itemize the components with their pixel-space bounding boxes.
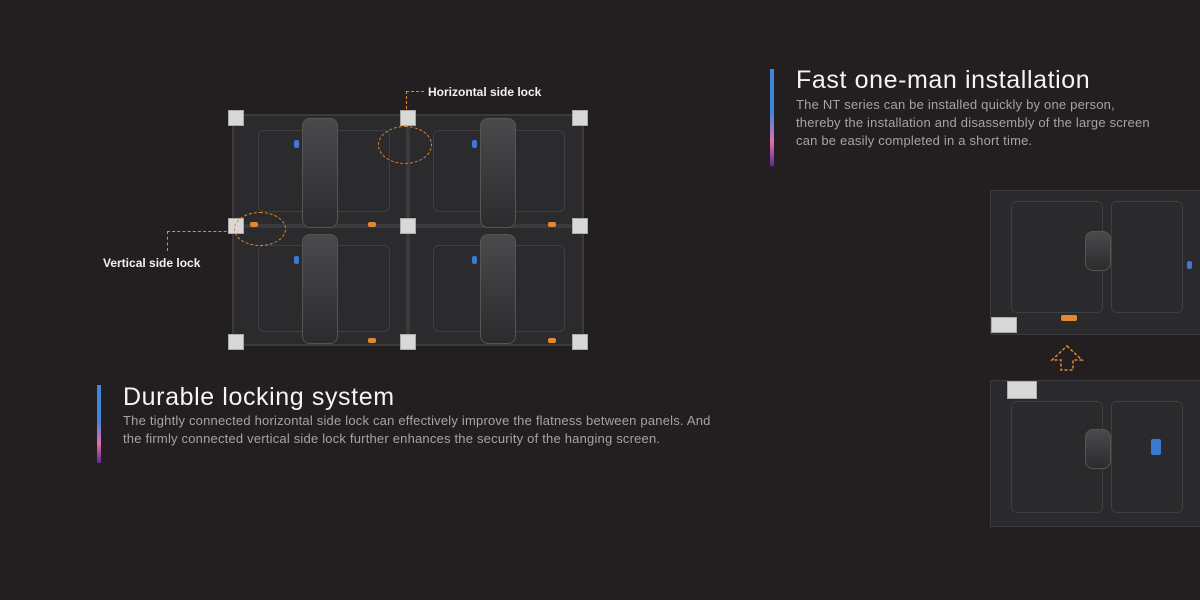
cabinet-corner bbox=[400, 218, 416, 234]
status-led bbox=[1187, 261, 1192, 269]
install-body: The NT series can be installed quickly b… bbox=[796, 97, 1150, 148]
status-led bbox=[1151, 439, 1161, 455]
cabinet-rib bbox=[1111, 201, 1183, 313]
cabinet-corner bbox=[572, 110, 588, 126]
cabinet-corner bbox=[1007, 381, 1037, 399]
install-detail-bottom bbox=[990, 380, 1200, 527]
vertical-lock-leader-h bbox=[167, 231, 237, 232]
up-arrow-icon bbox=[1050, 344, 1084, 371]
cabinet-corner bbox=[228, 334, 244, 350]
cabinet-handle bbox=[1085, 429, 1111, 469]
locking-body: The tightly connected horizontal side lo… bbox=[123, 413, 711, 446]
install-accent-bar bbox=[770, 69, 774, 166]
status-led bbox=[294, 256, 299, 264]
horizontal-lock-label: Horizontal side lock bbox=[428, 85, 542, 99]
cabinet-corner bbox=[228, 110, 244, 126]
cabinet-corner bbox=[400, 110, 416, 126]
horizontal-lock-leader-h bbox=[406, 91, 424, 92]
cabinet-handle bbox=[480, 118, 516, 228]
status-led bbox=[472, 256, 477, 264]
status-led bbox=[472, 140, 477, 148]
cabinet-corner bbox=[572, 334, 588, 350]
vertical-lock-leader-v bbox=[167, 231, 168, 251]
lock-indicator bbox=[548, 222, 556, 227]
status-led bbox=[294, 140, 299, 148]
lock-indicator bbox=[368, 338, 376, 343]
lock-indicator bbox=[1061, 315, 1077, 321]
lock-indicator bbox=[368, 222, 376, 227]
cabinet-handle bbox=[480, 234, 516, 344]
install-title: Fast one-man installation bbox=[796, 66, 1091, 94]
cabinet-handle bbox=[302, 118, 338, 228]
lock-indicator bbox=[548, 338, 556, 343]
install-detail-top bbox=[990, 190, 1200, 335]
cabinet-rib bbox=[1111, 401, 1183, 513]
cabinet-corner bbox=[572, 218, 588, 234]
cabinet-handle bbox=[302, 234, 338, 344]
led-cabinet-assembly bbox=[228, 110, 588, 350]
vertical-lock-label: Vertical side lock bbox=[103, 256, 201, 270]
locking-accent-bar bbox=[97, 385, 101, 463]
vertical-lock-highlight bbox=[234, 212, 286, 246]
horizontal-lock-highlight bbox=[378, 126, 432, 164]
locking-title: Durable locking system bbox=[123, 383, 395, 411]
cabinet-corner bbox=[400, 334, 416, 350]
cabinet-corner bbox=[991, 317, 1017, 333]
cabinet-handle bbox=[1085, 231, 1111, 271]
